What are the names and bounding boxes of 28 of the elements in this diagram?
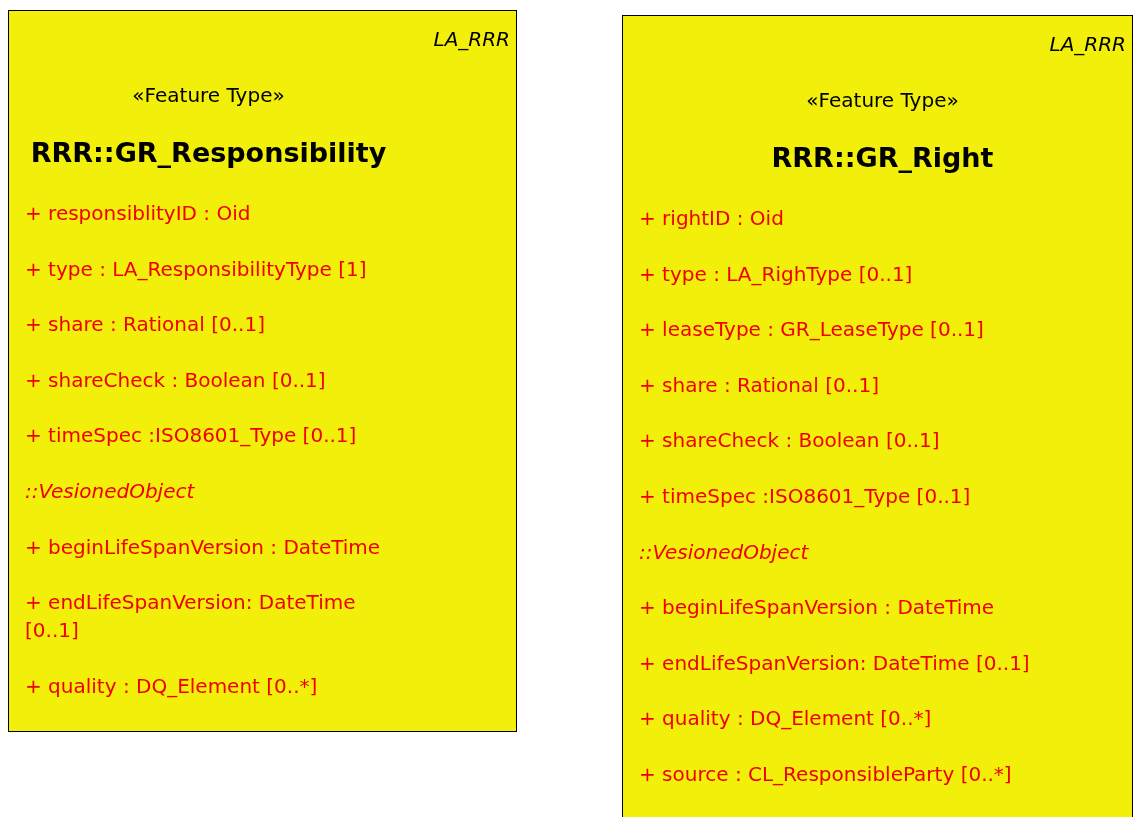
attribute-text: + type : LA_ResponsibilityType [1] [25, 255, 368, 283]
attribute-text: ::VesionedObject [639, 538, 810, 566]
attribute-text: + beginLifeSpanVersion : DateTime [25, 533, 382, 561]
attribute-text: ::VesionedObject [25, 477, 196, 505]
attribute-text: + share : Rational [0..1] [25, 311, 266, 339]
class-box [8, 10, 517, 732]
attribute-text: + responsiblityID : Oid [25, 200, 252, 227]
attribute-text: + source : CL_ResponsibleParty [0..*] [639, 760, 1013, 788]
attribute-text: + rightID : Oid [639, 205, 785, 232]
stereotype-label: «Feature Type» [131, 82, 286, 109]
stereotype-label: «Feature Type» [805, 87, 960, 114]
attribute-text: + share : Rational [0..1] [639, 371, 880, 399]
class-name: RRR::GR_Right [770, 141, 995, 175]
class-box [622, 15, 1133, 817]
class-name: RRR::GR_Responsibility [29, 136, 388, 170]
attribute-text: + quality : DQ_Element [0..*] [25, 672, 319, 700]
attribute-text: + shareCheck : Boolean [0..1] [639, 427, 941, 455]
attribute-text: + leaseType : GR_LeaseType [0..1] [639, 316, 985, 344]
package-name: LA_RRR [432, 26, 510, 53]
attribute-text: + endLifeSpanVersion: DateTime [0..1] [25, 589, 357, 645]
attribute-text: + beginLifeSpanVersion : DateTime [639, 594, 996, 622]
attribute-text: + shareCheck : Boolean [0..1] [25, 366, 327, 394]
attribute-text: + timeSpec :ISO8601_Type [0..1] [639, 482, 972, 510]
attribute-text: + quality : DQ_Element [0..*] [639, 705, 933, 733]
package-name: LA_RRR [1048, 31, 1126, 58]
attribute-text: + endLifeSpanVersion: DateTime [0..1] [639, 649, 1031, 677]
attribute-text: + type : LA_RighType [0..1] [639, 260, 914, 288]
attribute-text: + timeSpec :ISO8601_Type [0..1] [25, 422, 358, 450]
